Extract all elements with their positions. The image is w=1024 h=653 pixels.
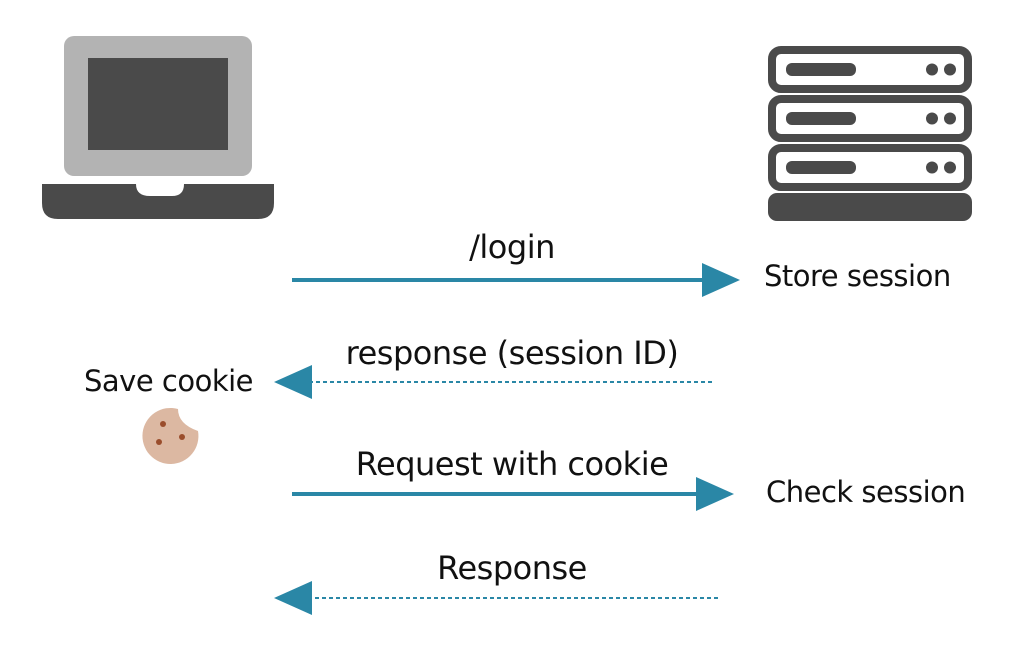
server-unit [768,95,972,142]
laptop-screen [88,58,228,150]
message-label-cookie-request: Request with cookie [355,445,669,483]
laptop-base [42,184,274,219]
arrow-login-request [292,263,740,297]
cookie-chip [156,439,162,445]
message-label-final-response: Response [437,549,587,587]
message-label-login: /login [469,228,555,266]
save-cookie-note: Save cookie [84,364,254,398]
server-base [768,193,972,221]
message-label-session-response: response (session ID) [345,334,679,372]
arrow-final-response [274,581,718,615]
check-session-note: Check session [766,475,966,509]
store-session-note: Store session [764,259,951,293]
cookie-icon [142,407,199,464]
server-icon [768,46,972,221]
server-unit [768,46,972,93]
arrow-cookie-request [292,477,734,511]
laptop-icon [42,36,274,219]
arrow-session-response [274,365,712,399]
cookie-chip [160,421,166,427]
server-unit [768,144,972,191]
cookie-chip [179,434,185,440]
